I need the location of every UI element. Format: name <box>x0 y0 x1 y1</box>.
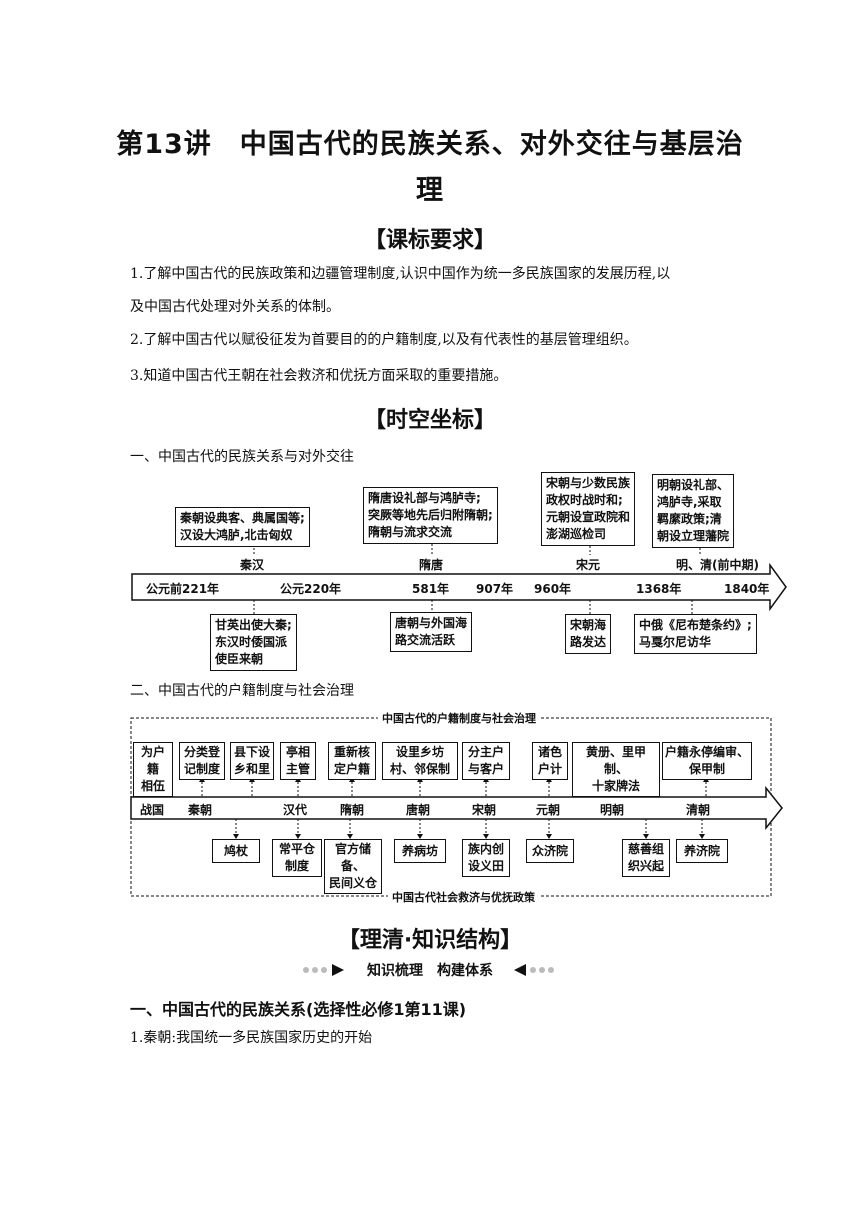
tl2-top-box: 县下设 乡和里 <box>230 742 274 780</box>
tl2-dynasty: 元朝 <box>536 803 561 817</box>
tl2-top-box: 亭相 主管 <box>280 742 316 780</box>
tl2-bottom-box: 官方储备、 民间义仓 <box>324 839 382 894</box>
section-heading-knowledge: 【理清·知识结构】 <box>337 928 523 953</box>
requirement-2: 2.了解中国古代以赋役征发为首要目的的户籍制度,以及有代表性的基层管理组织。 <box>130 332 638 348</box>
tl2-dynasty: 宋朝 <box>472 803 497 817</box>
subheading-household-registration: 二、中国古代的户籍制度与社会治理 <box>130 683 354 699</box>
tl2-bottom-box: 鸠杖 <box>212 839 260 863</box>
tl2-bottom-box: 众济院 <box>526 839 574 863</box>
tl1-top-box-qinhan: 秦朝设典客、典属国等; 汉设大鸿胪,北击匈奴 <box>175 507 310 547</box>
tl1-period-qinhan: 秦汉 <box>240 558 265 572</box>
requirement-3: 3.知道中国古代王朝在社会救济和优抚方面采取的重要措施。 <box>130 368 508 384</box>
tl2-top-box: 重新核 定户籍 <box>328 742 376 780</box>
tl1-date: 公元前221年 <box>146 582 220 596</box>
tl2-dynasty: 明朝 <box>600 803 625 817</box>
tl1-date: 581年 <box>412 582 450 596</box>
tl1-bottom-box-song: 宋朝海 路发达 <box>565 614 612 654</box>
paragraph-qin: 1.秦朝:我国统一多民族国家历史的开始 <box>130 1030 373 1046</box>
tl1-period-suitang: 隋唐 <box>419 558 444 572</box>
tl2-top-box: 分类登 记制度 <box>179 742 225 780</box>
subheading-ethnic-relations: 一、中国古代的民族关系与对外交往 <box>130 449 354 465</box>
tl2-dynasty: 汉代 <box>283 803 308 817</box>
section-heading-curriculum: 【课标要求】 <box>363 228 496 253</box>
tl1-date: 公元220年 <box>280 582 342 596</box>
tl2-frame-caption-top: 中国古代的户籍制度与社会治理 <box>378 710 540 726</box>
tl2-bottom-box: 养济院 <box>676 839 728 863</box>
tl2-bottom-box: 慈善组 织兴起 <box>622 839 670 877</box>
tl2-top-box: 黄册、里甲制、 十家牌法 <box>572 742 660 797</box>
tl1-top-box-songyuan: 宋朝与少数民族 政权时战时和; 元朝设宣政院和 澎湖巡检司 <box>541 472 636 546</box>
tl1-bottom-box-qing: 中俄《尼布楚条约》; 马戛尔尼访华 <box>634 614 757 654</box>
tl2-top-box: 诸色 户计 <box>532 742 568 780</box>
tl1-date: 1368年 <box>636 582 682 596</box>
section-heading-timeline: 【时空坐标】 <box>363 408 496 433</box>
tl2-dynasty: 秦朝 <box>188 803 213 817</box>
tl2-frame-caption-bottom: 中国古代社会救济与优抚政策 <box>388 889 539 905</box>
heading-ethnic-relations: 一、中国古代的民族关系(选择性必修1第11课) <box>130 1000 467 1019</box>
requirement-1a: 1.了解中国古代的民族政策和边疆管理制度,认识中国作为统一多民族国家的发展历程,… <box>130 266 671 282</box>
tl2-top-box: 为户籍 相伍 <box>133 742 173 797</box>
tl1-period-songyuan: 宋元 <box>576 558 601 572</box>
tl2-dynasty: 唐朝 <box>406 803 431 817</box>
tl2-top-box: 户籍永停编审、 保甲制 <box>662 742 752 780</box>
tl1-date: 907年 <box>476 582 514 596</box>
requirement-1b: 及中国古代处理对外关系的体制。 <box>130 299 340 315</box>
tl2-top-box: 设里乡坊 村、邻保制 <box>382 742 458 780</box>
tl2-bottom-box: 常平仓 制度 <box>272 839 322 877</box>
tl1-top-box-suitang: 隋唐设礼部与鸿胪寺; 突厥等地先后归附隋朝; 隋朝与流求交流 <box>363 487 498 544</box>
page-title-line2: 理 <box>416 175 444 206</box>
tl2-bottom-box: 族内创 设义田 <box>462 839 510 877</box>
tl1-bottom-box-suitang: 唐朝与外国海 路交流活跃 <box>390 612 473 652</box>
tl2-bottom-box: 养病坊 <box>394 839 446 863</box>
tl1-period-mingqing: 明、清(前中期) <box>676 558 759 572</box>
page-title-line1: 第13讲 中国古代的民族关系、对外交往与基层治 <box>116 129 744 160</box>
tl1-top-box-mingqing: 明朝设礼部、 鸿胪寺,采取 羁縻政策;清 朝设立理藩院 <box>652 474 735 548</box>
tl1-date: 1840年 <box>724 582 770 596</box>
tl2-dynasty: 隋朝 <box>340 803 365 817</box>
knowledge-bar-title: 知识梳理 构建体系 <box>367 963 493 979</box>
tl2-dynasty: 清朝 <box>686 803 711 817</box>
tl1-date: 960年 <box>534 582 572 596</box>
tl2-top-box: 分主户 与客户 <box>462 742 510 780</box>
tl1-bottom-box-qinhan: 甘英出使大秦; 东汉时倭国派 使臣来朝 <box>210 614 297 671</box>
tl2-dynasty: 战国 <box>140 803 165 817</box>
